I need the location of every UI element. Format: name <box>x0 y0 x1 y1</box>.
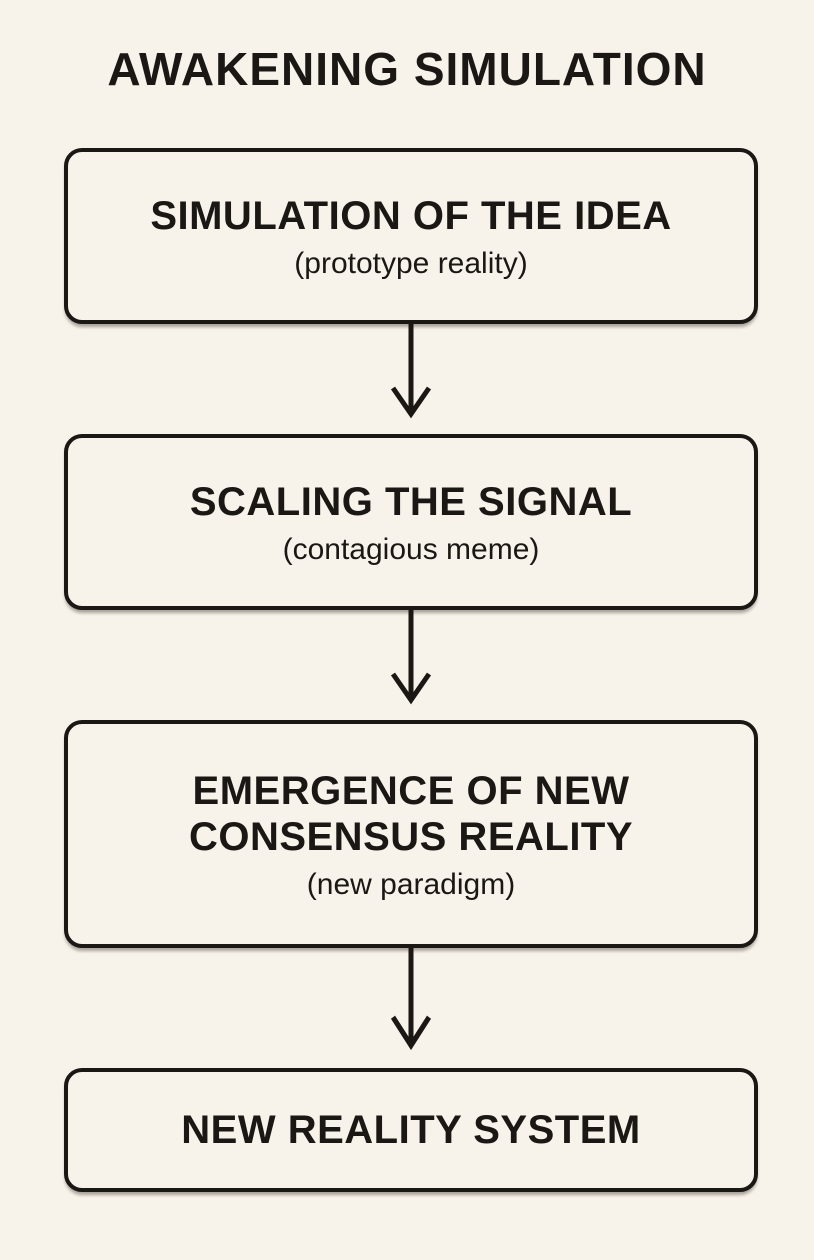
node-title: NEW REALITY SYSTEM <box>181 1108 641 1152</box>
node-subtitle: (new paradigm) <box>306 867 516 901</box>
node-title: SCALING THE SIGNAL <box>189 479 633 524</box>
down-arrow-icon <box>389 324 433 422</box>
diagram-title: AWAKENING SIMULATION <box>107 43 707 95</box>
node-title: EMERGENCE OF NEW CONSENSUS REALITY <box>188 768 634 859</box>
node-subtitle: (contagious meme) <box>282 532 540 566</box>
node-title: SIMULATION OF THE IDEA <box>150 193 672 238</box>
flow-node-scaling-the-signal: SCALING THE SIGNAL (contagious meme) <box>64 434 758 610</box>
down-arrow-icon <box>389 610 433 708</box>
flow-node-new-reality-system: NEW REALITY SYSTEM <box>64 1068 758 1192</box>
down-arrow-icon <box>389 948 433 1054</box>
flow-node-emergence-of-new-consensus-reality: EMERGENCE OF NEW CONSENSUS REALITY (new … <box>64 720 758 948</box>
flow-node-simulation-of-the-idea: SIMULATION OF THE IDEA (prototype realit… <box>64 148 758 324</box>
node-subtitle: (prototype reality) <box>294 246 528 280</box>
